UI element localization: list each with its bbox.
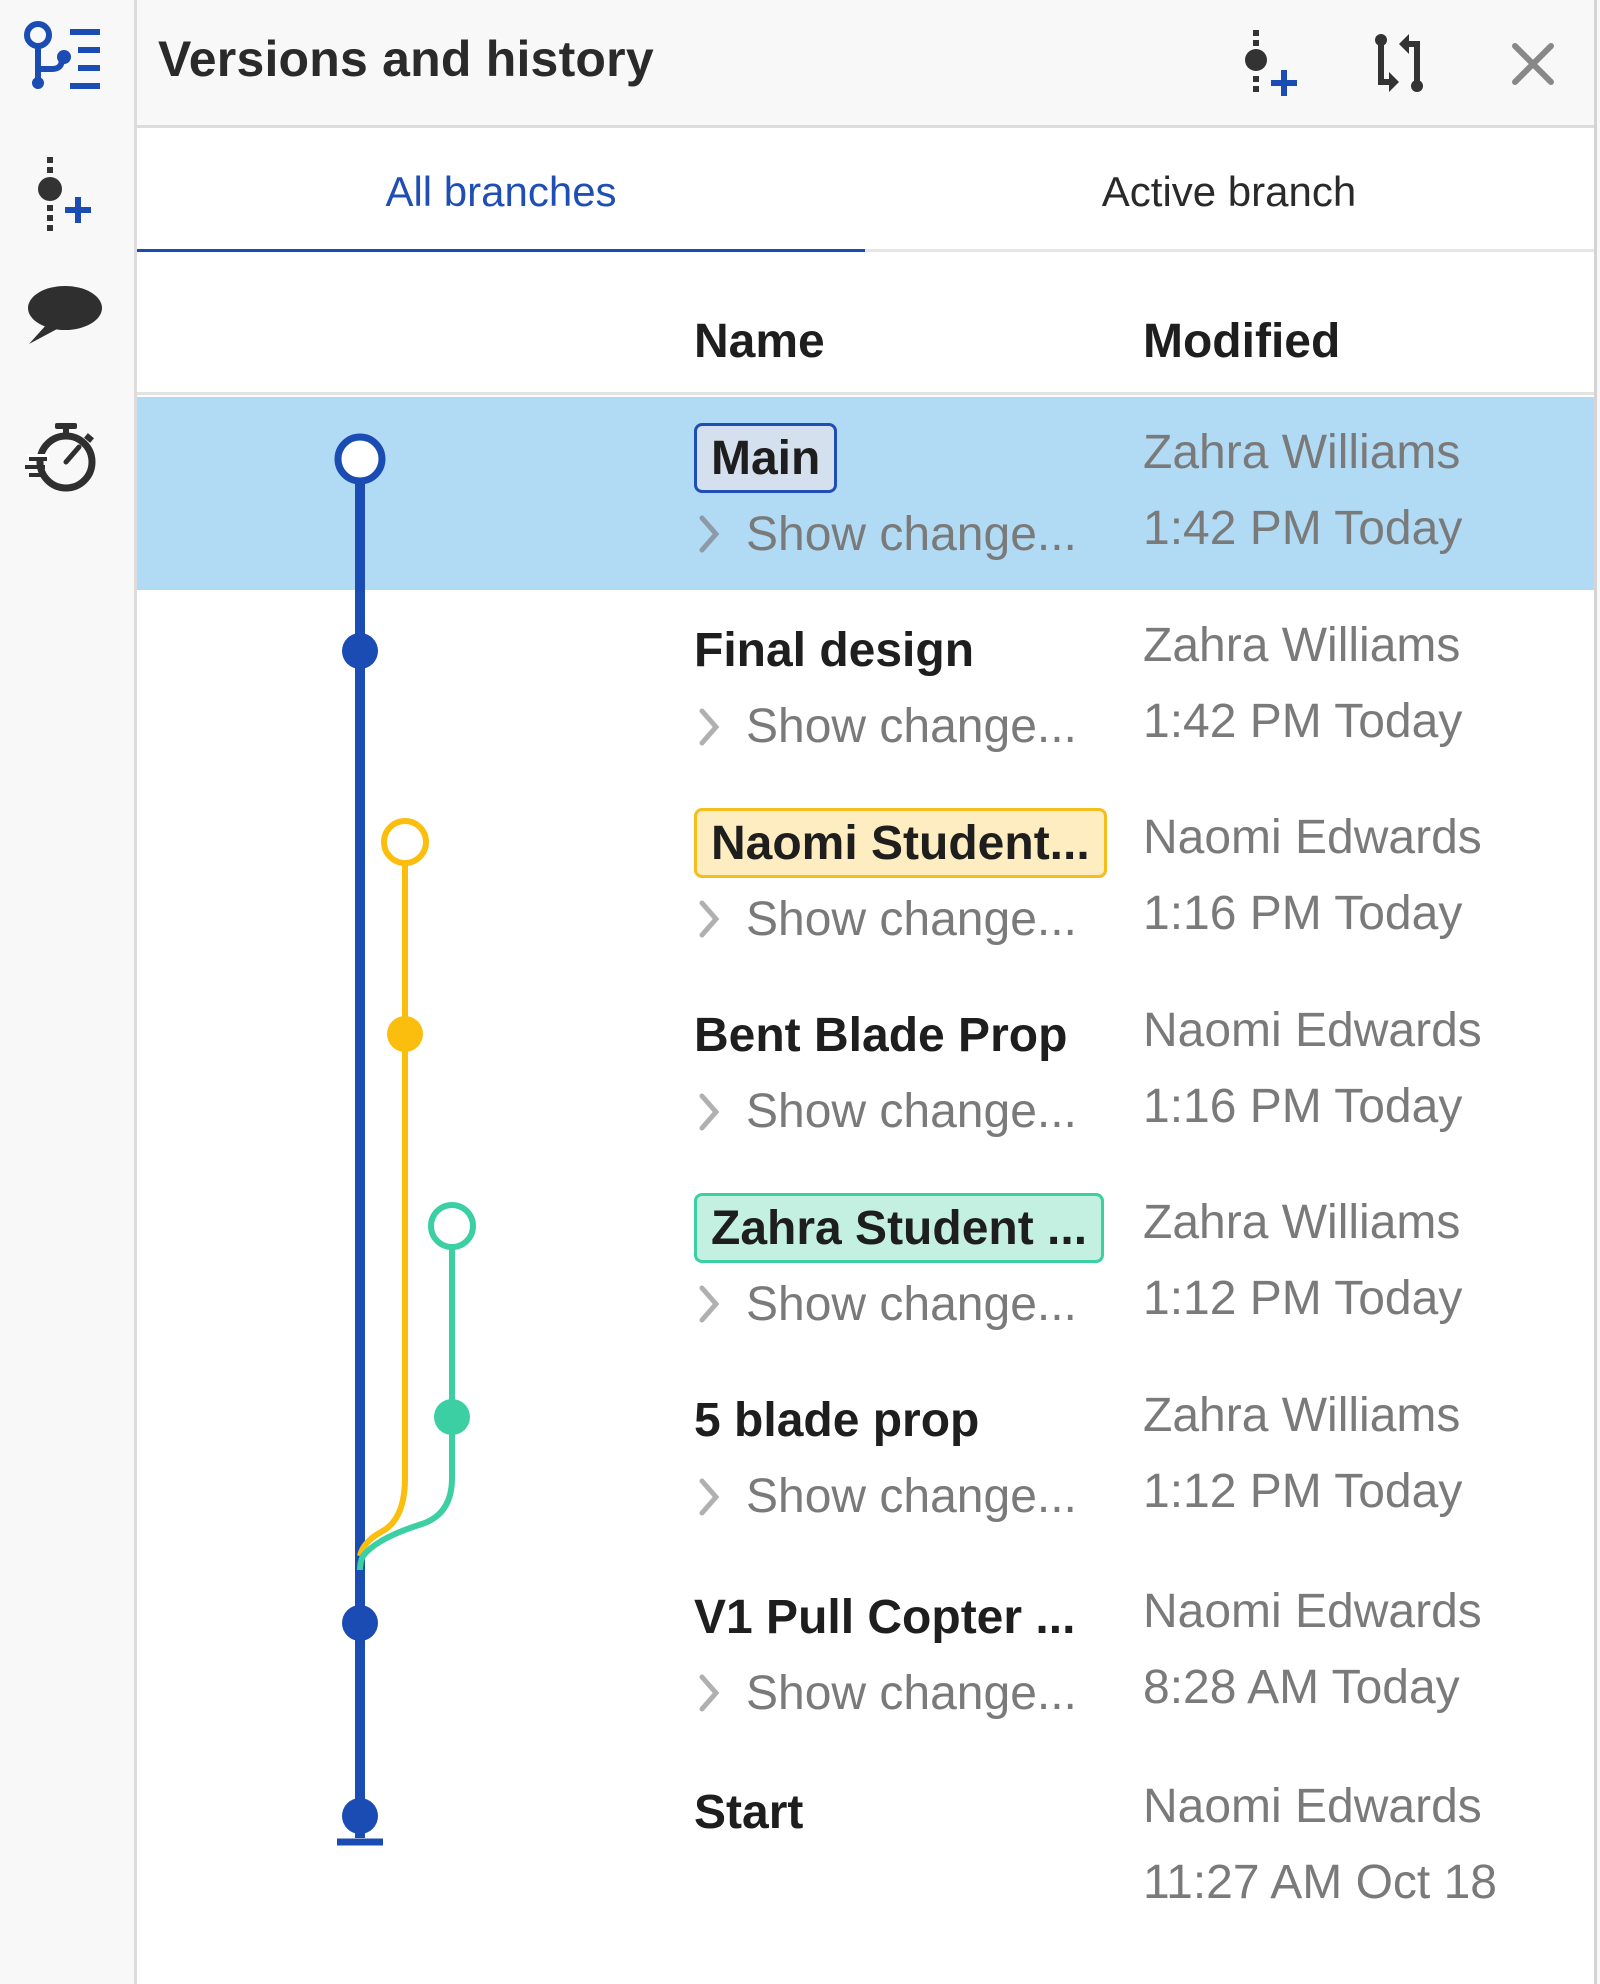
panel-title: Versions and history (158, 31, 654, 87)
modified-time: 1:12 PM Today (1143, 1464, 1463, 1518)
show-changes-label: Show change... (746, 1470, 1077, 1523)
tab-active-branch[interactable]: Active branch (865, 131, 1593, 252)
panel-right-edge (1594, 0, 1600, 1984)
version-name: Bent Blade Prop (694, 1009, 1068, 1062)
show-changes-toggle[interactable]: Show change... (694, 694, 1077, 760)
versions-history-button[interactable] (18, 12, 108, 102)
modified-by: Zahra Williams (1143, 1196, 1461, 1249)
tab-label: Active branch (1101, 167, 1357, 215)
modified-time: 11:27 AM Oct 18 (1143, 1856, 1497, 1909)
tab-label: All branches (385, 167, 617, 215)
comments-icon (28, 286, 102, 344)
modified-time: 1:16 PM Today (1143, 1079, 1463, 1133)
show-changes-label: Show change... (746, 1666, 1077, 1720)
modified-time: 1:42 PM Today (1143, 694, 1463, 748)
version-row[interactable]: Start Naomi Edwards 11:27 AM Oct 18 (137, 1747, 1594, 1947)
create-version-button[interactable] (1227, 22, 1311, 106)
show-changes-toggle[interactable]: Show change... (694, 1660, 1077, 1726)
version-row[interactable]: Zahra Student ... Show change... Zahra W… (137, 1167, 1594, 1360)
show-changes-toggle[interactable]: Show change... (694, 501, 1077, 567)
version-row[interactable]: Naomi Student... Show change... Naomi Ed… (137, 782, 1594, 975)
comments-button[interactable] (18, 272, 108, 362)
branch-badge-zahra: Zahra Student ... (694, 1193, 1105, 1263)
versions-history-icon (24, 21, 100, 89)
compare-button[interactable] (1359, 22, 1443, 106)
close-button[interactable] (1491, 22, 1575, 106)
modified-by: Naomi Edwards (1143, 1585, 1482, 1638)
show-changes-toggle[interactable]: Show change... (694, 886, 1077, 952)
versions-history-panel: Versions and history (137, 0, 1594, 1984)
modified-time: 8:28 AM Today (1143, 1661, 1460, 1714)
version-row[interactable]: V1 Pull Copter ... Show change... Naomi … (137, 1552, 1594, 1747)
version-name: 5 blade prop (694, 1394, 980, 1447)
column-header-name[interactable]: Name (694, 315, 825, 368)
compare-arrows-icon (1375, 34, 1423, 92)
create-version-sidebar-button[interactable] (18, 148, 108, 238)
show-changes-label: Show change... (746, 892, 1077, 946)
left-toolbar (0, 0, 137, 1984)
chevron-right-icon (694, 1284, 724, 1324)
tab-all-branches[interactable]: All branches (137, 131, 865, 255)
version-name: Final design (694, 624, 975, 677)
create-version-icon (38, 157, 91, 231)
show-changes-label: Show change... (746, 1085, 1077, 1138)
modified-time: 1:12 PM Today (1143, 1272, 1463, 1325)
modified-time: 1:16 PM Today (1143, 887, 1463, 940)
chevron-right-icon (694, 514, 724, 554)
performance-button[interactable] (18, 412, 108, 502)
show-changes-label: Show change... (746, 507, 1077, 561)
modified-by: Naomi Edwards (1143, 1003, 1482, 1057)
modified-by: Zahra Williams (1143, 1388, 1461, 1442)
panel-header: Versions and history (137, 0, 1594, 128)
close-icon (1512, 43, 1554, 85)
show-changes-label: Show change... (746, 700, 1077, 753)
version-name: V1 Pull Copter ... (694, 1590, 1076, 1644)
modified-by: Zahra Williams (1143, 426, 1461, 479)
modified-by: Naomi Edwards (1143, 811, 1482, 864)
version-name: Start (694, 1785, 804, 1839)
branch-badge-naomi: Naomi Student... (694, 808, 1107, 878)
chevron-right-icon (694, 1092, 724, 1132)
branch-badge-main: Main (694, 423, 838, 493)
performance-timer-icon (25, 423, 96, 492)
chevron-right-icon (694, 1673, 724, 1713)
chevron-right-icon (694, 707, 724, 747)
branch-tabs: All branches Active branch (137, 131, 1594, 255)
version-row[interactable]: 5 blade prop Show change... Zahra Willia… (137, 1360, 1594, 1553)
version-row[interactable]: Main Show change... Zahra Williams 1:42 … (137, 397, 1594, 590)
modified-time: 1:42 PM Today (1143, 502, 1463, 555)
version-row[interactable]: Bent Blade Prop Show change... Naomi Edw… (137, 975, 1594, 1168)
column-header-modified[interactable]: Modified (1143, 315, 1341, 368)
chevron-right-icon (694, 1477, 724, 1517)
version-list: Main Show change... Zahra Williams 1:42 … (137, 397, 1594, 1947)
modified-by: Zahra Williams (1143, 618, 1461, 672)
show-changes-toggle[interactable]: Show change... (694, 1271, 1077, 1337)
show-changes-toggle[interactable]: Show change... (694, 1079, 1077, 1145)
version-row[interactable]: Final design Show change... Zahra Willia… (137, 590, 1594, 783)
modified-by: Naomi Edwards (1143, 1780, 1482, 1833)
create-version-icon (1245, 30, 1297, 96)
chevron-right-icon (694, 899, 724, 939)
show-changes-toggle[interactable]: Show change... (694, 1464, 1077, 1530)
column-headers: Name Modified (137, 252, 1594, 395)
show-changes-label: Show change... (746, 1277, 1077, 1331)
